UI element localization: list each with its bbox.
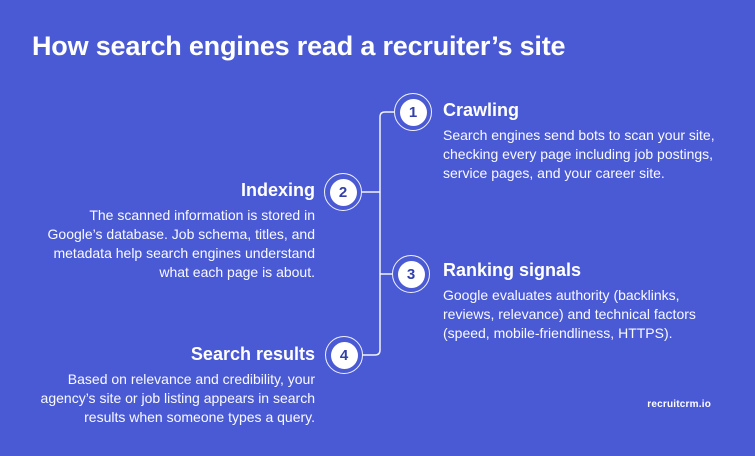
brand-watermark: recruitcrm.io	[647, 399, 711, 410]
step-4-title: Search results	[190, 344, 315, 364]
step-3-title: Ranking signals	[443, 260, 582, 280]
step-2-number: 2	[329, 178, 357, 206]
step-1-description: Search engines send bots to scan your si…	[443, 127, 715, 181]
step-4-description: Based on relevance and credibility, your…	[40, 371, 315, 425]
page-title: How search engines read a recruiter’s si…	[32, 31, 566, 61]
step-2-description: The scanned information is stored in Goo…	[47, 207, 315, 280]
step-1-crawling: Crawling Search engines send bots to sca…	[443, 99, 743, 183]
step-4-search-results: Search results Based on relevance and cr…	[5, 343, 315, 427]
step-3-number-badge: 3	[392, 255, 430, 293]
step-3-number: 3	[397, 260, 425, 288]
step-2-number-badge: 2	[324, 173, 362, 211]
step-1-number-badge: 1	[394, 93, 432, 131]
step-1-number: 1	[399, 98, 427, 126]
step-2-indexing: Indexing The scanned information is stor…	[5, 179, 315, 282]
step-3-ranking-signals: Ranking signals Google evaluates authori…	[443, 259, 743, 343]
step-1-title: Crawling	[443, 100, 520, 120]
step-4-number: 4	[330, 341, 358, 369]
step-2-title: Indexing	[240, 180, 315, 200]
step-3-description: Google evaluates authority (backlinks, r…	[443, 287, 696, 341]
step-4-number-badge: 4	[325, 336, 363, 374]
